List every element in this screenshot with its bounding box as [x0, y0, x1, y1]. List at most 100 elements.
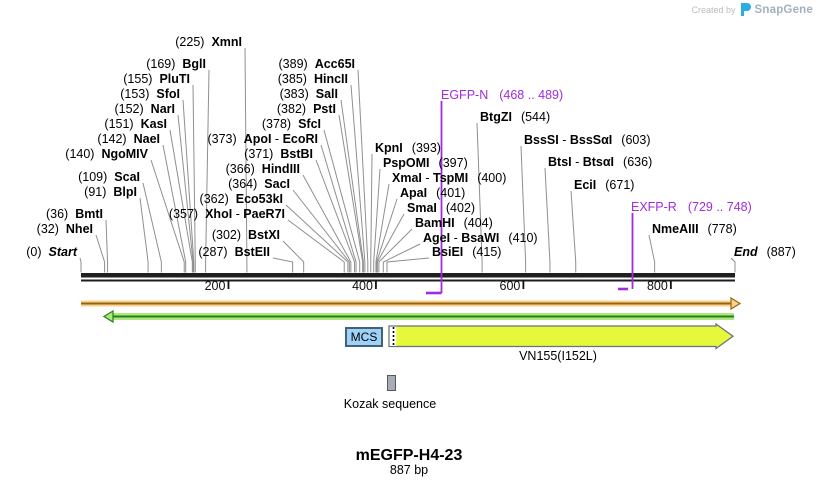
enzyme-label-apoi: (373)ApoI - EcoRI [207, 132, 318, 146]
ruler-number-600: 600 [499, 279, 521, 293]
enzyme-label-sali: (383)SalI [279, 87, 338, 101]
leader-line-end [730, 257, 736, 273]
leader-line-bsssi [520, 145, 527, 273]
leader-line-nmeaiii [648, 234, 656, 273]
leader-line-apoi [320, 144, 357, 273]
enzyme-label-bstbi: (371)BstBI [244, 147, 313, 161]
enzyme-label-start: (0)Start [26, 245, 77, 259]
leader-line-bsteii [272, 257, 294, 273]
sequence-length: 887 bp [389, 463, 429, 477]
mcs-feature-box: MCS [345, 327, 383, 347]
credit-line: Created by SnapGene [691, 3, 813, 16]
enzyme-label-ecii: EciI(671) [574, 178, 635, 192]
enzyme-label-ngomiv: (140)NgoMIV [65, 147, 148, 161]
leader-line-eco53ki [285, 204, 349, 273]
leader-line-ngomiv [150, 159, 185, 273]
leader-line-xhoi [287, 219, 345, 273]
leader-line-blpi [139, 197, 149, 273]
leader-line-sali [340, 99, 364, 273]
forward-strand-arrowhead [730, 296, 742, 311]
sequence-line-bottom [81, 279, 735, 282]
created-by-text: Created by [691, 4, 736, 15]
leader-line-bstxi [282, 240, 305, 273]
enzyme-label-end: End(887) [734, 245, 796, 259]
leader-line-agei [382, 243, 421, 273]
enzyme-label-apai: ApaI(401) [400, 186, 466, 200]
leader-line-bamhi [378, 228, 413, 273]
leader-line-hincii [350, 84, 366, 273]
ruler-tick-400 [375, 280, 377, 289]
leader-line-apai [376, 198, 398, 273]
enzyme-label-xhoi: (357)XhoI - PaeR7I [168, 207, 285, 221]
ruler-number-200: 200 [204, 279, 226, 293]
leader-line-scai [142, 182, 162, 273]
leader-line-acc65i [357, 69, 369, 273]
leader-line-start [79, 257, 82, 273]
reverse-strand-arrowhead [102, 309, 114, 324]
enzyme-label-hindiii: (366)HindIII [225, 162, 300, 176]
enzyme-label-naei: (142)NaeI [97, 132, 160, 146]
ruler-tick-600 [522, 280, 525, 289]
forward-strand-core [81, 302, 731, 305]
enzyme-label-btgzi: BtgZI(544) [480, 110, 551, 124]
leader-line-xmni [244, 47, 248, 273]
enzyme-label-saci: (364)SacI [228, 177, 290, 191]
kozak-label: Kozak sequence [343, 397, 437, 411]
mcs-label: MCS [350, 330, 378, 344]
leader-line-kpni [370, 153, 373, 273]
leader-line-bstbi [315, 159, 356, 273]
enzyme-label-bamhi: BamHI(404) [415, 216, 493, 230]
kozak-feature-box [387, 375, 396, 391]
snapgene-logo-icon [740, 3, 751, 16]
vn155-feature-label: VN155(I152L) [519, 349, 597, 363]
vn155-arrow [388, 322, 735, 350]
enzyme-label-nmeaiii: NmeAIII(778) [652, 222, 737, 236]
primer-label-egfp-n: EGFP-N(468 .. 489) [441, 88, 564, 102]
leader-line-psti [338, 114, 364, 273]
leader-line-btsi [544, 167, 551, 273]
enzyme-label-bsssi: BssSI - BssSαI(603) [524, 133, 651, 147]
enzyme-label-nhei: (32)NheI [36, 222, 93, 236]
enzyme-label-kpni: KpnI(393) [375, 141, 441, 155]
enzyme-label-smai: SmaI(402) [407, 201, 476, 215]
leader-line-hindiii [302, 174, 352, 273]
primer-label-exfp-r: EXFP-R(729 .. 748) [631, 200, 752, 214]
enzyme-label-psti: (382)PstI [276, 102, 336, 116]
enzyme-label-bgli: (169)BglI [146, 57, 206, 71]
enzyme-label-nari: (152)NarI [114, 102, 175, 116]
leader-line-btgzi [476, 122, 483, 273]
leader-line-nhei [95, 234, 106, 273]
sequence-line-top [81, 273, 735, 278]
ruler-number-800: 800 [646, 279, 668, 293]
leader-line-bgli [205, 69, 210, 273]
enzyme-label-kasi: (151)KasI [104, 117, 167, 131]
sequence-title: mEGFP-H4-23 [355, 447, 463, 464]
enzyme-label-sfci: (378)SfcI [261, 117, 321, 131]
enzyme-label-eco53ki: (362)Eco53kI [199, 192, 283, 206]
leader-line-smai [376, 213, 405, 273]
leader-line-sfoi [182, 99, 195, 273]
enzyme-label-xmni: (225)XmnI [175, 35, 242, 49]
reverse-strand-core [113, 315, 734, 318]
enzyme-label-xmai: XmaI - TspMI(400) [392, 171, 507, 185]
leader-line-bsiei [386, 257, 430, 273]
ruler-tick-800 [669, 280, 672, 289]
enzyme-label-acc65i: (389)Acc65I [278, 57, 356, 71]
enzyme-label-bmti: (36)BmtI [45, 207, 103, 221]
leader-line-naei [162, 144, 187, 273]
enzyme-label-pspomi: PspOMI(397) [383, 156, 468, 170]
leader-line-kasi [169, 129, 193, 273]
ruler-number-400: 400 [352, 279, 373, 293]
leader-line-saci [292, 189, 350, 273]
enzyme-label-sfoi: (153)SfoI [120, 87, 180, 101]
ruler-tick-200 [227, 280, 230, 289]
enzyme-label-hincii: (385)HincII [277, 72, 348, 86]
enzyme-label-agei: AgeI - BsaWI(410) [423, 231, 538, 245]
leader-line-pluti [192, 84, 196, 273]
enzyme-label-pluti: (155)PluTI [123, 72, 190, 86]
enzyme-label-bsteii: (287)BstEII [198, 245, 270, 259]
leader-line-bmti [105, 219, 109, 273]
enzyme-label-bsiei: BsiEI(415) [432, 245, 502, 259]
